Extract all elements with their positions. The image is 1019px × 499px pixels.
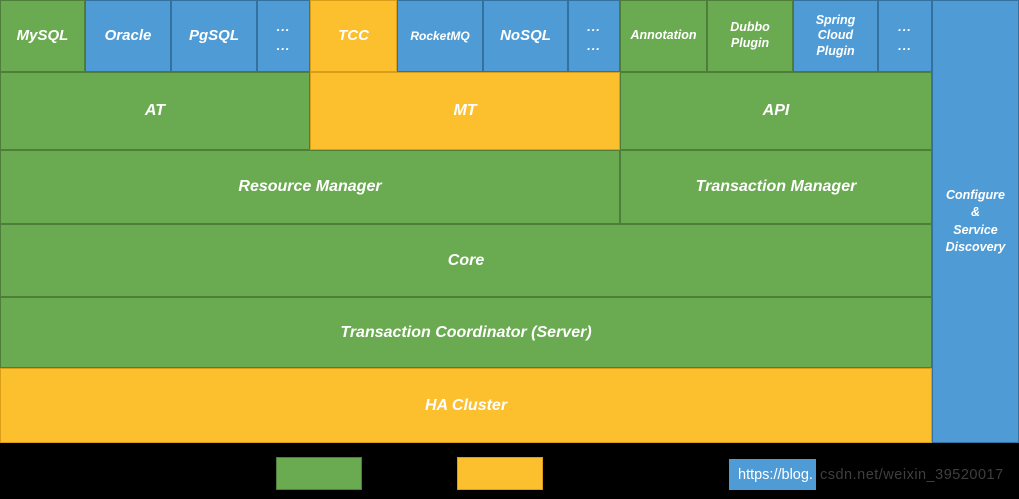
box-annotation: Annotation (620, 0, 707, 72)
watermark-url-rest: csdn.net/weixin_39520017 (819, 466, 1004, 483)
layer-ha-cluster: HA Cluster (0, 368, 932, 443)
layer-at-mode: AT (0, 72, 310, 150)
box-nosql: NoSQL (483, 0, 568, 72)
box-tcc: TCC (310, 0, 397, 72)
legend-green-swatch (276, 457, 362, 490)
box-spring-cloud-plugin: Spring Cloud Plugin (793, 0, 878, 72)
layer-transaction-coordinator-server: Transaction Coordinator (Server) (0, 297, 932, 368)
layer-mt-mode: MT (310, 72, 620, 150)
box-rocketmq: RocketMQ (397, 0, 483, 72)
layer-api: API (620, 72, 932, 150)
layer-transaction-manager: Transaction Manager (620, 150, 932, 224)
layer-resource-manager: Resource Manager (0, 150, 620, 224)
box-dubbo-plugin: Dubbo Plugin (707, 0, 793, 72)
box-mysql: MySQL (0, 0, 85, 72)
layer-core: Core (0, 224, 932, 297)
legend-orange-swatch (457, 457, 543, 490)
box-oracle: Oracle (85, 0, 171, 72)
box-ellipsis-datasources: ... ... (257, 0, 310, 72)
box-pgsql: PgSQL (171, 0, 257, 72)
side-column-configure-service-discovery: Configure & Service Discovery (932, 0, 1019, 443)
watermark-highlighted-url: https://blog. (729, 459, 816, 490)
box-ellipsis-mt-resources: ... ... (568, 0, 620, 72)
watermark: https://blog. csdn.net/weixin_39520017 (729, 459, 1004, 490)
box-ellipsis-plugins: ... ... (878, 0, 932, 72)
